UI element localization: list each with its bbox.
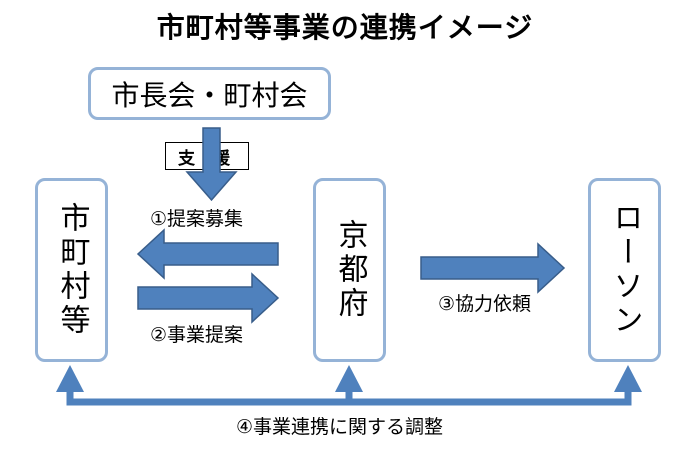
cooperate-right-arrow (420, 242, 566, 294)
kyoto-prefecture-box: 京都府 (313, 178, 386, 362)
left-up-arrowhead (56, 365, 84, 392)
support-down-arrow (185, 127, 238, 202)
propose-label: ②事業提案 (150, 324, 244, 346)
coordinate-label: ④事業連携に関する調整 (236, 416, 444, 438)
recruit-left-arrow (136, 228, 279, 280)
propose-right-arrow (137, 272, 280, 324)
municipalities-box: 市町村等 (35, 178, 108, 362)
mayors-association-box: 市長会・町村会 (88, 67, 331, 120)
right-up-arrowhead (614, 365, 642, 392)
cooperate-label: ③協力依頼 (438, 293, 532, 315)
recruit-label: ①提案募集 (150, 208, 244, 230)
lawson-box: ローソン (588, 178, 661, 362)
center-up-arrowhead (335, 365, 363, 392)
diagram-title: 市町村等事業の連携イメージ (156, 11, 534, 44)
